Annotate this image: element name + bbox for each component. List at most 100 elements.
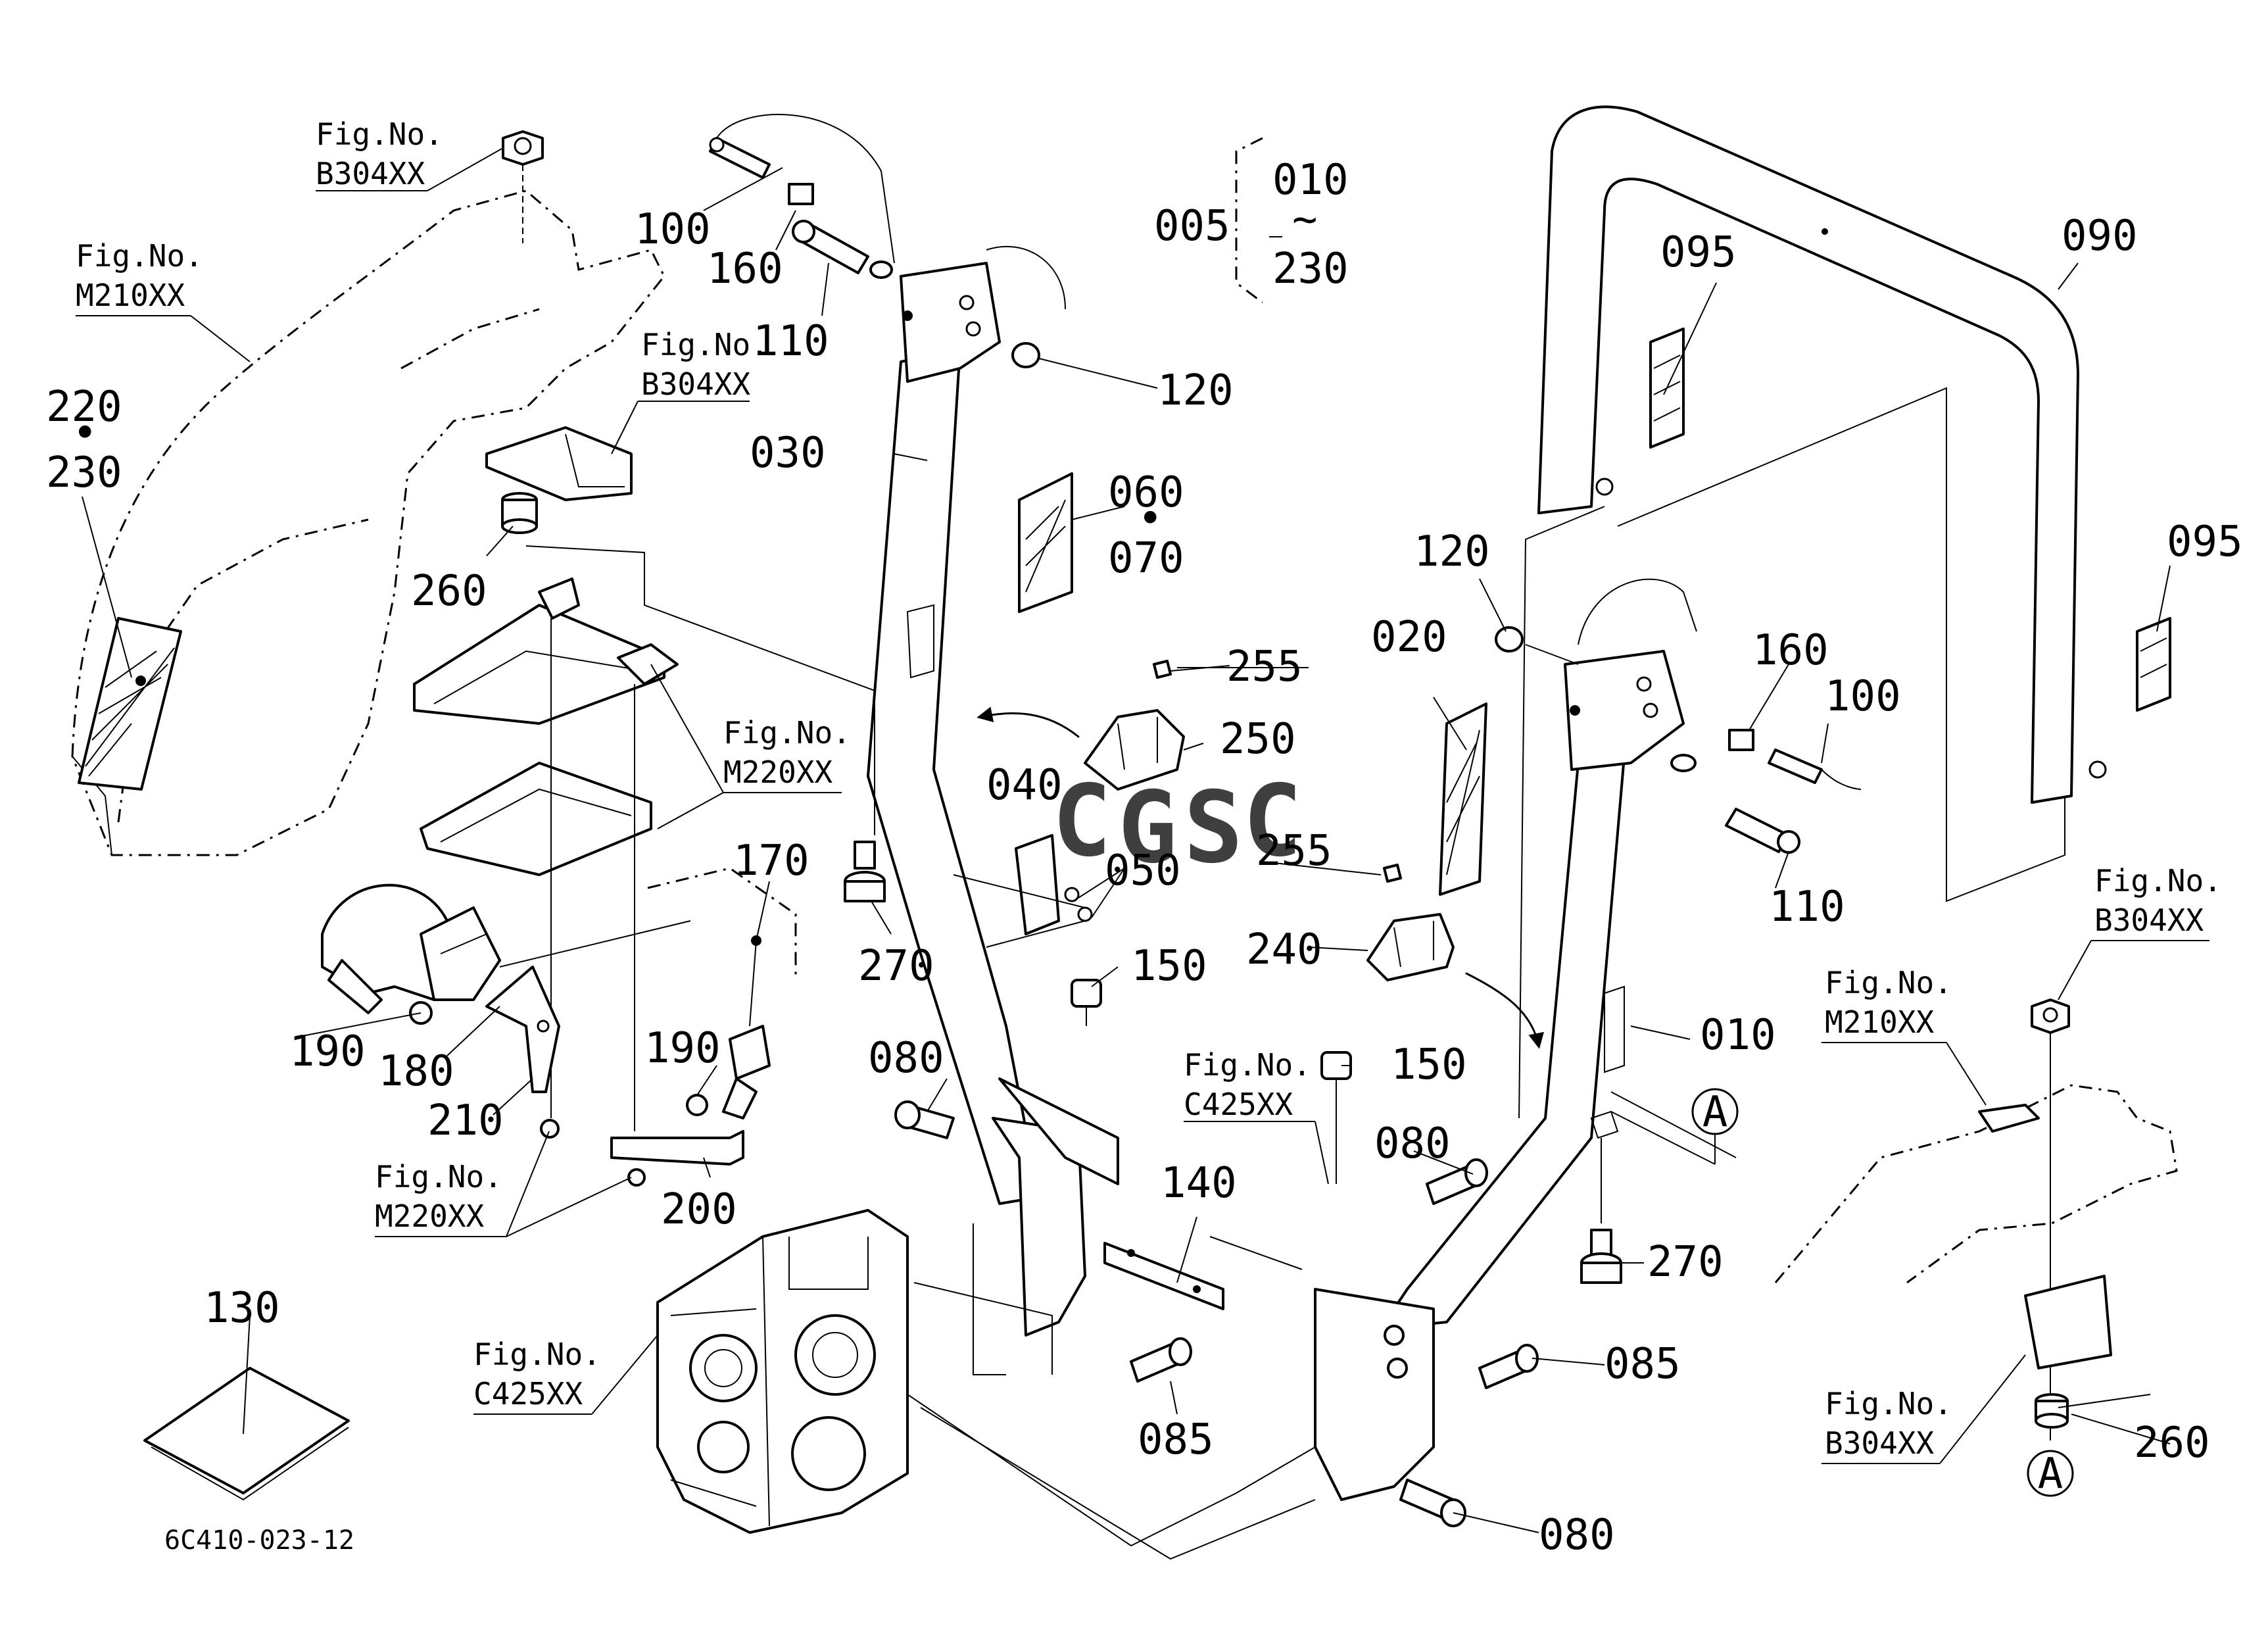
washer-left xyxy=(869,260,893,279)
nut-lower-left xyxy=(540,1119,560,1139)
mount-bracket-right xyxy=(2024,1275,2112,1369)
spring-160-right xyxy=(1728,729,1754,751)
label-240: 240 xyxy=(1246,925,1322,974)
fig-ref-8-code: B304XX xyxy=(2094,902,2204,938)
bolt-110-left xyxy=(792,220,869,274)
leader-lines xyxy=(76,147,2209,1560)
label-080-left: 080 xyxy=(868,1034,944,1083)
watermark-letter-c1: C xyxy=(1052,764,1111,879)
nut-120-right xyxy=(1495,626,1524,652)
fig-ref-3-label: Fig.No. xyxy=(641,327,769,362)
fig-ref-4-code: M220XX xyxy=(723,754,832,790)
label-150-right: 150 xyxy=(1391,1041,1467,1089)
label-255-right: 255 xyxy=(1256,827,1332,875)
nut-200 xyxy=(627,1168,646,1187)
label-120-left: 120 xyxy=(1157,366,1234,415)
label-200: 200 xyxy=(661,1185,737,1234)
label-260-left: 260 xyxy=(411,567,487,616)
cushion-250 xyxy=(1084,709,1185,791)
label-090: 090 xyxy=(2062,212,2138,260)
fig-ref-3-code: B304XX xyxy=(641,366,750,402)
seat-support-frame xyxy=(413,578,679,876)
fig-ref-5-label: Fig.No. xyxy=(375,1159,502,1194)
label-030: 030 xyxy=(750,429,826,478)
fender-decal-marker xyxy=(135,676,146,686)
label-010: 010 xyxy=(1700,1011,1776,1060)
reference-marker-a-lower: A xyxy=(2027,1450,2074,1498)
label-095-side: 095 xyxy=(2167,518,2243,566)
bolt-270-right xyxy=(1580,1229,1622,1284)
label-270-right: 270 xyxy=(1647,1238,1724,1287)
label-180: 180 xyxy=(378,1047,454,1096)
label-270-left: 270 xyxy=(858,942,934,991)
fig-ref-2-label: Fig.No. xyxy=(76,238,203,274)
label-110-right: 110 xyxy=(1769,883,1845,931)
label-070: 070 xyxy=(1108,534,1184,583)
label-255-left: 255 xyxy=(1226,643,1303,691)
label-005: 005 xyxy=(1154,202,1230,251)
label-160-right: 160 xyxy=(1752,626,1829,675)
nut-top-right xyxy=(2031,998,2070,1034)
rubber-mount-260-left xyxy=(501,492,538,534)
nut-120-left xyxy=(1011,342,1040,368)
label-050: 050 xyxy=(1105,847,1181,895)
bolt-110-right xyxy=(1725,808,1800,854)
plug-150-right xyxy=(1320,1051,1352,1184)
label-230-range: 230 xyxy=(1272,245,1349,293)
fender-assembly xyxy=(71,189,665,856)
label-190-left: 190 xyxy=(289,1027,366,1076)
label-dot: • xyxy=(1138,495,1163,543)
bolt-270-left xyxy=(844,841,886,902)
cushion-240 xyxy=(1366,913,1455,981)
drawing-code: 6C410-023-12 xyxy=(164,1525,354,1556)
label-110-left: 110 xyxy=(753,317,829,366)
fig-ref-7-code: C425XX xyxy=(1184,1087,1293,1122)
fig-ref-1-label: Fig.No. xyxy=(316,116,443,152)
fig-ref-10-code: B304XX xyxy=(1825,1425,1934,1461)
fig-ref-2-code: M210XX xyxy=(76,278,185,313)
bolt-080-right-upper xyxy=(1426,1158,1488,1205)
bolt-080-right-lower xyxy=(1399,1479,1466,1527)
label-040: 040 xyxy=(986,761,1063,810)
decal-020 xyxy=(1439,702,1487,896)
label-140: 140 xyxy=(1161,1159,1237,1208)
label-085-left: 085 xyxy=(1138,1415,1214,1464)
seat-belt-buckle xyxy=(722,935,771,1119)
cgsc-watermark: C G S C xyxy=(1052,764,1302,885)
label-260-right: 260 xyxy=(2134,1419,2210,1467)
clip-255-right xyxy=(1383,864,1402,883)
fig-ref-7-label: Fig.No. xyxy=(1184,1047,1311,1083)
label-tilde: ~ xyxy=(1292,195,1318,244)
figure-reference-labels: Fig.No. B304XX Fig.No. M210XX Fig.No. B3… xyxy=(76,116,2222,1461)
spring-160-left xyxy=(788,183,814,205)
fig-ref-4-label: Fig.No. xyxy=(723,715,851,750)
bolt-085-left xyxy=(1130,1337,1192,1383)
pin-100-left xyxy=(709,137,771,179)
rops-left-base xyxy=(992,1077,1119,1337)
seat-belt-retractor xyxy=(321,883,501,1014)
bolt-190-center xyxy=(686,1094,708,1116)
bolt-085-right xyxy=(1478,1344,1539,1389)
fig-ref-8-label: Fig.No. xyxy=(2094,863,2222,898)
operator-manual-130 xyxy=(143,1367,350,1501)
fig-ref-10-label: Fig.No. xyxy=(1825,1386,1952,1421)
watermark-letter-c2: C xyxy=(1243,764,1302,879)
label-100-right: 100 xyxy=(1825,672,1901,721)
decal-060 xyxy=(1018,472,1073,613)
label-060: 060 xyxy=(1108,468,1184,517)
nut-top-left xyxy=(502,130,544,166)
label-095-top: 095 xyxy=(1660,228,1737,277)
label-080-right-upper: 080 xyxy=(1374,1119,1451,1168)
fender-decal xyxy=(78,617,182,791)
label-085-right: 085 xyxy=(1604,1340,1681,1389)
rops-arch-090 xyxy=(1537,105,2107,804)
plug-150-left xyxy=(1071,979,1102,1026)
bracket-140 xyxy=(1103,1242,1224,1310)
label-080-right-lower: 080 xyxy=(1539,1511,1615,1560)
clip-255-left xyxy=(1153,660,1172,679)
rubber-mount-260-right xyxy=(2035,1393,2069,1429)
label-100-left: 100 xyxy=(635,205,711,254)
label-dot2: • xyxy=(72,409,98,458)
